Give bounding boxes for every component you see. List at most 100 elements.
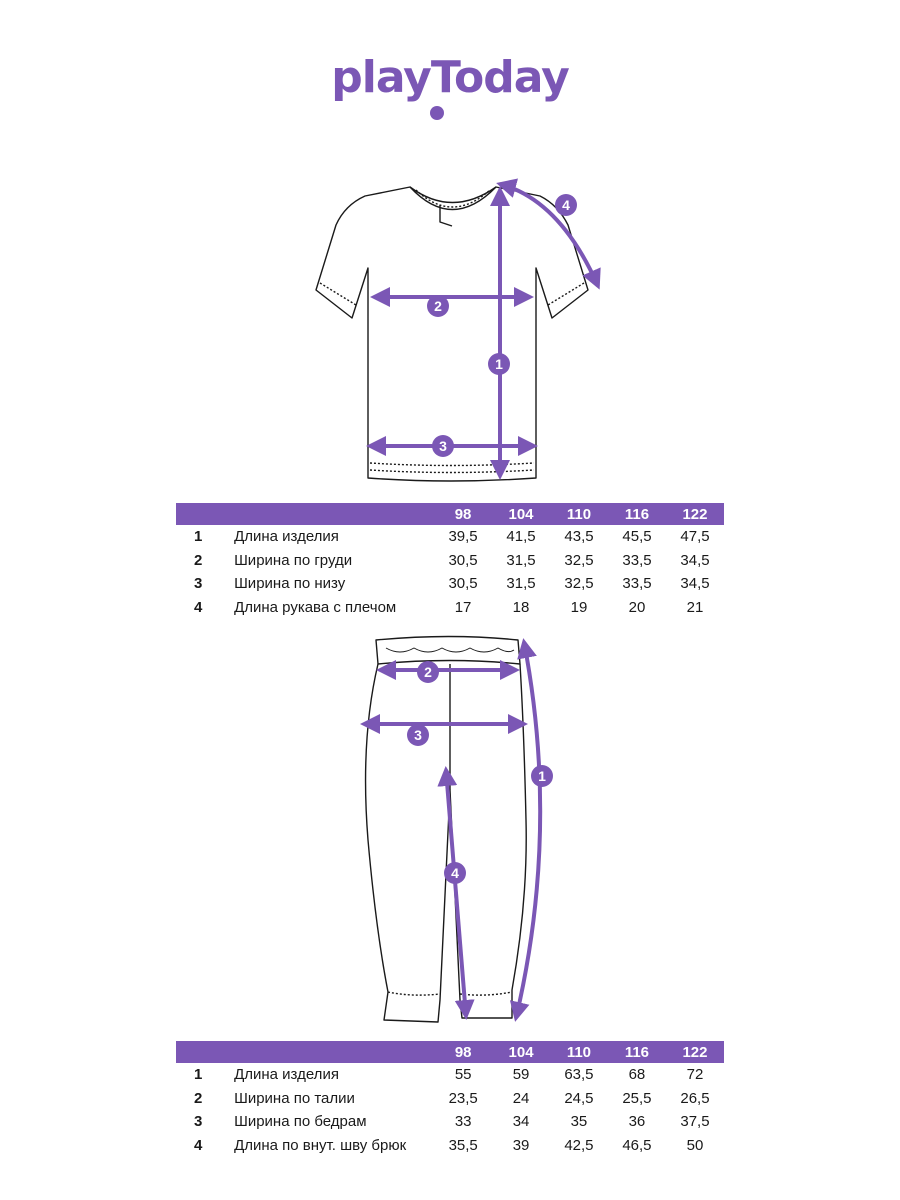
trousers-drawing <box>364 635 527 1023</box>
size-98: 98 <box>434 1041 493 1063</box>
table-row: 3 Ширина по бедрам 33 34 35 36 37,5 <box>176 1110 724 1134</box>
svg-text:4: 4 <box>451 865 459 881</box>
tshirt-drawing <box>315 186 589 482</box>
size-header-row: 98 104 110 116 122 <box>176 1041 724 1063</box>
measurement-value: 41,5 <box>506 528 536 546</box>
measurement-value: 68 <box>628 1066 646 1084</box>
measurement-value: 34 <box>512 1113 530 1131</box>
brand-logo: playToday <box>0 52 900 103</box>
tshirt-size-table: 98 104 110 116 122 1 Длина изделия 39,5 … <box>176 503 724 619</box>
measurement-value: 23,5 <box>448 1089 478 1107</box>
trousers-marker-3: 3 <box>407 724 429 746</box>
tshirt-marker-4: 4 <box>555 194 577 216</box>
header-empty <box>230 1041 435 1063</box>
measurement-name: Длина изделия <box>234 528 339 546</box>
tshirt-marker-3: 3 <box>432 435 454 457</box>
header-empty <box>176 1041 231 1063</box>
measurement-value: 32,5 <box>564 551 594 569</box>
svg-text:4: 4 <box>562 197 570 213</box>
table-row: 2 Ширина по груди 30,5 31,5 32,5 33,5 34… <box>176 549 724 573</box>
measurement-value: 63,5 <box>564 1066 594 1084</box>
table-row: 2 Ширина по талии 23,5 24 24,5 25,5 26,5 <box>176 1087 724 1111</box>
measurement-value: 21 <box>686 598 704 616</box>
measurement-value: 19 <box>570 598 588 616</box>
size-110: 110 <box>549 1041 608 1063</box>
table-row: 1 Длина изделия 55 59 63,5 68 72 <box>176 1063 724 1087</box>
measurement-name: Длина по внут. шву брюк <box>234 1136 407 1154</box>
tshirt-marker-2: 2 <box>427 295 449 317</box>
measurement-value: 17 <box>454 598 472 616</box>
svg-text:3: 3 <box>439 438 447 454</box>
trousers-marker-4: 4 <box>444 862 466 884</box>
table-row: 4 Длина по внут. шву брюк 35,5 39 42,5 4… <box>176 1134 724 1158</box>
measurement-value: 34,5 <box>680 551 710 569</box>
measurement-value: 20 <box>628 598 646 616</box>
measurement-value: 39 <box>512 1136 530 1154</box>
measurement-value: 43,5 <box>564 528 594 546</box>
measurement-value: 36 <box>628 1113 646 1131</box>
measurement-name: Ширина по низу <box>234 575 346 593</box>
measurement-value: 47,5 <box>680 528 710 546</box>
size-98: 98 <box>434 503 493 525</box>
measurement-value: 39,5 <box>448 528 478 546</box>
svg-text:2: 2 <box>434 298 442 314</box>
measurement-value: 35,5 <box>448 1136 478 1154</box>
row-number: 2 <box>194 1089 203 1107</box>
row-number: 3 <box>194 575 203 593</box>
measurement-value: 34,5 <box>680 575 710 593</box>
measurement-value: 24 <box>512 1089 530 1107</box>
measurement-value: 33,5 <box>622 551 652 569</box>
measurement-name: Ширина по талии <box>234 1089 355 1107</box>
trousers-marker-1: 1 <box>531 765 553 787</box>
svg-text:3: 3 <box>414 727 422 743</box>
measurement-value: 30,5 <box>448 575 478 593</box>
row-number: 3 <box>194 1113 203 1131</box>
measurement-value: 24,5 <box>564 1089 594 1107</box>
size-110: 110 <box>550 503 608 525</box>
svg-text:1: 1 <box>538 768 546 784</box>
measurement-value: 30,5 <box>448 551 478 569</box>
size-122: 122 <box>665 1041 724 1063</box>
size-header-row: 98 104 110 116 122 <box>176 503 724 525</box>
size-104: 104 <box>492 503 551 525</box>
measurement-value: 50 <box>686 1136 704 1154</box>
trousers-marker-2: 2 <box>417 661 439 683</box>
size-104: 104 <box>492 1041 550 1063</box>
measurement-value: 45,5 <box>622 528 652 546</box>
measurement-value: 26,5 <box>680 1089 710 1107</box>
row-number: 4 <box>194 598 203 616</box>
measurement-name: Длина изделия <box>234 1066 339 1084</box>
measurement-name: Длина рукава с плечом <box>234 598 397 616</box>
header-empty <box>176 503 231 525</box>
svg-text:1: 1 <box>495 356 503 372</box>
measurement-value: 18 <box>512 598 530 616</box>
size-116: 116 <box>608 503 666 525</box>
table-row: 4 Длина рукава с плечом 17 18 19 20 21 <box>176 596 724 620</box>
measurement-value: 33 <box>454 1113 472 1131</box>
measurement-value: 72 <box>686 1066 704 1084</box>
measurement-value: 31,5 <box>506 551 536 569</box>
measurement-value: 59 <box>512 1066 530 1084</box>
logo-dot <box>430 106 444 120</box>
measurement-name: Ширина по груди <box>234 551 353 569</box>
trousers-measure-lines <box>360 638 543 1022</box>
tshirt-marker-1: 1 <box>488 353 510 375</box>
measurement-value: 32,5 <box>564 575 594 593</box>
measurement-value: 33,5 <box>622 575 652 593</box>
tshirt-measure-lines <box>366 178 601 480</box>
size-116: 116 <box>607 1041 666 1063</box>
header-empty <box>230 503 435 525</box>
measurement-value: 42,5 <box>564 1136 594 1154</box>
row-number: 1 <box>194 528 203 546</box>
measurement-value: 31,5 <box>506 575 536 593</box>
table-row: 3 Ширина по низу 30,5 31,5 32,5 33,5 34,… <box>176 572 724 596</box>
size-122: 122 <box>665 503 724 525</box>
row-number: 4 <box>194 1136 203 1154</box>
measurement-value: 37,5 <box>680 1113 710 1131</box>
trousers-size-table: 98 104 110 116 122 1 Длина изделия 55 59… <box>176 1041 724 1157</box>
measurement-value: 55 <box>454 1066 472 1084</box>
row-number: 1 <box>194 1066 203 1084</box>
logo-text: playToday <box>331 52 570 103</box>
svg-text:2: 2 <box>424 664 432 680</box>
